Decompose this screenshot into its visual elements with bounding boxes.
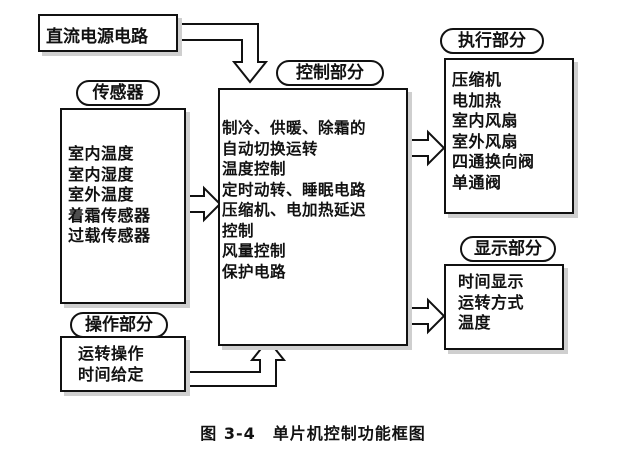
display-label: 显示部分 [460, 236, 556, 262]
arrow-power-to-control [175, 23, 269, 84]
execution-item: 压缩机 [452, 70, 502, 89]
control-item: 压缩机、电加热延迟 [222, 201, 367, 219]
display-item: 时间显示 [458, 272, 525, 291]
arrow-control-to-display [407, 297, 446, 335]
display-item: 温度 [458, 313, 492, 332]
sensor-list: 室内温度 室内湿度 室外温度 着霜传感器 过载传感器 [68, 144, 151, 247]
control-item: 风量控制 [222, 242, 287, 260]
operation-list: 运转操作 时间给定 [78, 344, 144, 385]
execution-item: 室内风扇 [452, 111, 519, 130]
operation-box [60, 336, 186, 392]
sensor-box [60, 108, 186, 304]
sensor-item: 过载传感器 [68, 226, 151, 245]
operation-item: 运转操作 [78, 344, 145, 363]
execution-item: 四通换向阀 [452, 152, 535, 171]
control-item: 温度控制 [222, 160, 287, 178]
control-item: 控制 [222, 221, 255, 240]
control-box [218, 88, 408, 346]
sensor-item: 室内湿度 [68, 164, 135, 184]
control-item: 保护电路 [222, 262, 287, 281]
power-supply-box: 直流电源电路 [38, 14, 178, 52]
control-item: 自动切换运转 [222, 139, 319, 158]
arrow-control-to-execution [407, 129, 446, 167]
execution-list: 压缩机 电加热 室内风扇 室外风扇 四通换向阀 单通阀 [452, 70, 535, 193]
sensor-label: 传感器 [76, 80, 160, 106]
operation-item: 时间给定 [78, 364, 145, 384]
control-label: 控制部分 [276, 60, 384, 86]
execution-box [444, 58, 574, 214]
execution-item: 电加热 [452, 90, 502, 110]
control-item: 定时动转、睡眠电路 [222, 180, 367, 199]
power-supply-title: 直流电源电路 [46, 27, 148, 47]
arrow-operation-to-control [185, 338, 287, 387]
figure-caption: 图 3-4 单片机控制功能框图 [200, 424, 426, 443]
arrow-sensor-to-control [185, 185, 222, 223]
sensor-item: 着霜传感器 [68, 205, 151, 225]
execution-item: 室外风扇 [452, 131, 519, 151]
sensor-item: 室内温度 [68, 144, 135, 163]
control-list: 制冷、供暖、除霜的 自动切换运转 温度控制 定时动转、睡眠电路 压缩机、电加热延… [222, 118, 366, 282]
control-item: 制冷、供暖、除霜的 [222, 119, 367, 137]
execution-label: 执行部分 [440, 28, 544, 54]
display-item: 运转方式 [458, 292, 525, 312]
display-box [444, 264, 564, 350]
execution-item: 单通阀 [452, 172, 502, 192]
sensor-item: 室外温度 [68, 185, 135, 204]
operation-label: 操作部分 [70, 312, 168, 338]
display-list: 时间显示 运转方式 温度 [458, 272, 524, 334]
